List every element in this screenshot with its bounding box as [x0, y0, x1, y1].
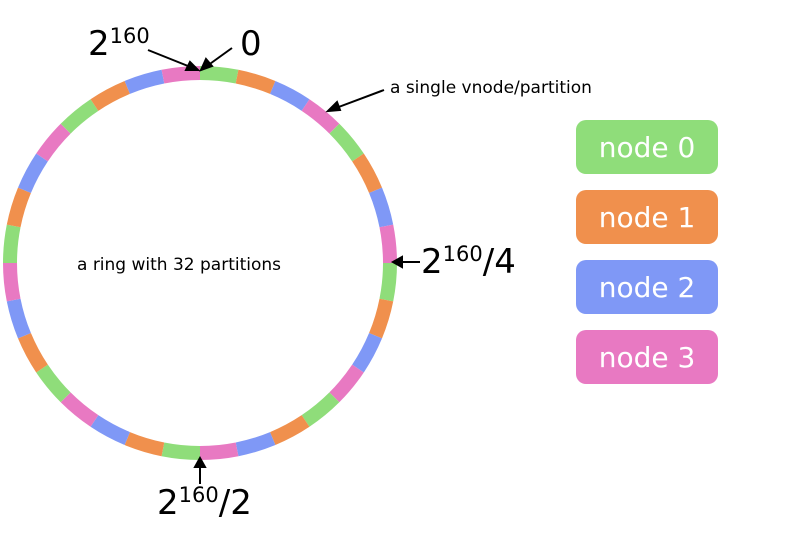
label-2-160-top-base: 2	[88, 24, 110, 64]
ring-partition	[329, 364, 364, 403]
label-2-160-top-exp: 160	[109, 24, 150, 48]
ring-partition	[60, 99, 99, 134]
legend-node-3-label: node 3	[598, 340, 696, 374]
ring-partition	[301, 392, 340, 427]
ring-partition	[269, 80, 310, 111]
label-vnode: a single vnode/partition	[390, 78, 592, 98]
ring-partition	[199, 442, 239, 460]
ring-partition	[301, 99, 340, 134]
arrow-right-head	[390, 255, 403, 269]
ring-partition	[6, 298, 31, 339]
arrow-vnode	[335, 89, 385, 109]
legend-node-1-label: node 1	[598, 200, 696, 234]
ring-partition	[161, 442, 201, 460]
ring-partition	[17, 153, 48, 194]
ring-partition	[3, 224, 21, 264]
label-quarter-base: 2	[421, 242, 443, 282]
arrow-top-left-head	[184, 60, 201, 71]
label-half-base: 2	[157, 483, 179, 523]
ring-partition	[90, 80, 131, 111]
label-half-suffix: /2	[218, 483, 252, 523]
legend-node-2: node 2	[576, 260, 718, 314]
ring-partition	[235, 432, 276, 457]
ring-partition	[235, 69, 276, 94]
ring-partition	[379, 262, 397, 302]
arrow-bottom-head	[193, 455, 207, 468]
label-quarter-exp: 160	[442, 242, 483, 266]
arrow-top-right-head	[199, 57, 214, 72]
ring-partition	[352, 153, 383, 194]
arrow-top-left	[147, 49, 194, 69]
ring-partition	[3, 262, 21, 302]
ring-partition	[60, 392, 99, 427]
ring-partition	[352, 332, 383, 373]
label-half: 2160/2	[157, 483, 252, 523]
label-quarter-suffix: /4	[482, 242, 516, 282]
ring-partition	[269, 415, 310, 446]
ring-partition	[124, 432, 165, 457]
legend-node-0-label: node 0	[598, 130, 696, 164]
ring-partition	[6, 187, 31, 228]
legend-node-2-label: node 2	[598, 270, 696, 304]
ring-center-label: a ring with 32 partitions	[77, 255, 282, 275]
ring-partition	[199, 66, 239, 84]
ring-partition	[369, 298, 394, 339]
ring-partition	[17, 332, 48, 373]
arrows	[147, 47, 420, 484]
label-2-160-top: 2160	[88, 24, 150, 64]
ring-partition	[369, 187, 394, 228]
legend-node-0: node 0	[576, 120, 718, 174]
label-quarter: 2160/4	[421, 242, 516, 282]
ring-partition	[329, 123, 364, 162]
legend-node-1: node 1	[576, 190, 718, 244]
arrow-vnode-head	[325, 100, 342, 113]
arrow-top-right	[206, 47, 233, 67]
ring-partition	[161, 66, 201, 84]
legend-node-3: node 3	[576, 330, 718, 384]
ring-partition	[36, 364, 71, 403]
label-half-exp: 160	[178, 483, 219, 507]
label-zero: 0	[240, 24, 262, 64]
ring-partition	[36, 123, 71, 162]
ring-partition	[90, 415, 131, 446]
ring-partition	[124, 69, 165, 94]
ring-partition	[379, 224, 397, 264]
ring-segments	[3, 66, 397, 460]
